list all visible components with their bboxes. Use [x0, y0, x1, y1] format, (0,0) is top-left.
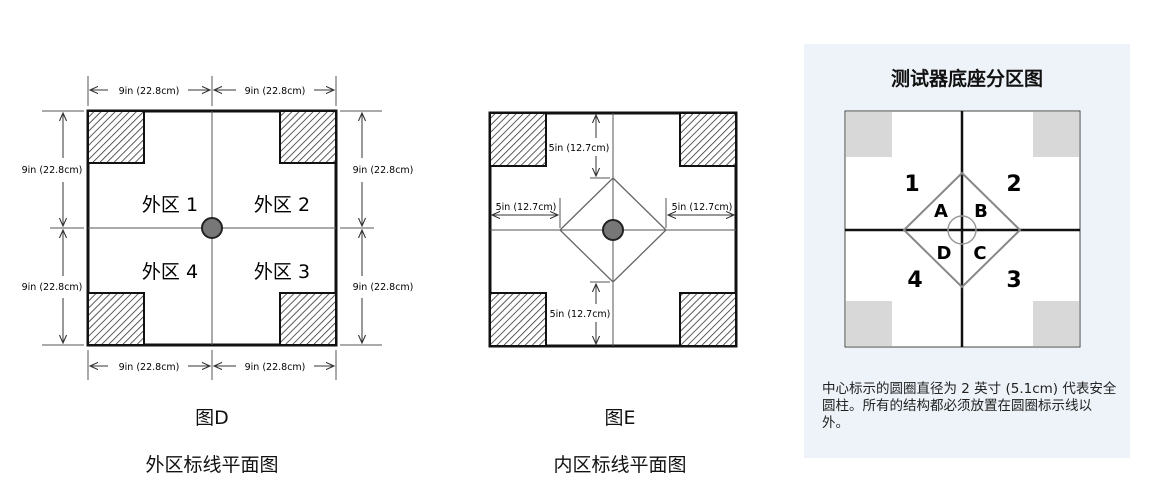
zoning-outer-zone-1: 1: [904, 172, 919, 197]
figure-d-dim-bottom-left: 9in (22.8cm): [119, 362, 180, 373]
figure-e-corner-bottom-left: [489, 292, 547, 347]
zoning-outer-zone-2: 2: [1006, 172, 1021, 197]
figure-d-center-post: [201, 217, 223, 239]
figure-d-dim-top-left: 9in (22.8cm): [119, 86, 180, 97]
figure-d-zone-1: 外区 1: [142, 194, 198, 216]
figure-e-title: 内区标线平面图: [553, 454, 687, 476]
figure-e-dim-left: 5in (12.7cm): [496, 202, 557, 213]
zoning-corner-bottom-right: [1033, 301, 1079, 346]
figure-d-zone-3: 外区 3: [254, 261, 310, 283]
zoning-inner-diamond: [902, 171, 1022, 289]
zoning-safety-circle: [947, 215, 977, 245]
figure-d-zone-4: 外区 4: [142, 261, 198, 283]
figure-d-title: 外区标线平面图: [145, 454, 279, 476]
figure-d-dim-bottom-right: 9in (22.8cm): [245, 362, 306, 373]
zoning-inner-zone-c: C: [973, 243, 986, 264]
figure-e-dim-bottom: 5in (12.7cm): [550, 309, 611, 320]
zoning-inner-zone-a: A: [934, 201, 948, 222]
figure-d-dim-left-lower: 9in (22.8cm): [22, 282, 83, 293]
figure-d-dim-left-upper: 9in (22.8cm): [22, 165, 83, 176]
zoning-corner-bottom-left: [846, 301, 892, 346]
figure-e-dim-right: 5in (12.7cm): [672, 202, 733, 213]
zoning-corner-top-left: [846, 112, 892, 157]
figure-d-dim-right-lower: 9in (22.8cm): [353, 282, 414, 293]
zoning-outer-zone-4: 4: [907, 268, 922, 293]
zoning-inner-zone-d: D: [937, 243, 952, 264]
figure-d-caption: 图D: [195, 407, 229, 429]
figure-d-corner-bottom-right: [279, 292, 337, 346]
figure-d-dim-right-upper: 9in (22.8cm): [353, 165, 414, 176]
figure-e-corner-bottom-right: [679, 292, 737, 347]
figure-e-dim-top: 5in (12.7cm): [549, 143, 610, 154]
zoning-corner-top-right: [1033, 112, 1079, 157]
figure-d-corner-top-left: [87, 110, 145, 164]
figure-e-inner-diamond: [559, 177, 667, 283]
figure-d-dim-top-right: 9in (22.8cm): [245, 86, 306, 97]
zoning-panel-note: 中心标示的圆圈直径为 2 英寸 (5.1cm) 代表安全圆柱。所有的结构都必须放…: [822, 381, 1117, 431]
figure-d-corner-bottom-left: [87, 292, 145, 346]
zoning-panel-title: 测试器底座分区图: [890, 68, 1043, 90]
figure-d-zone-2: 外区 2: [254, 194, 310, 216]
figure-e-corner-top-right: [679, 112, 737, 167]
figure-e-caption: 图E: [604, 407, 636, 429]
zoning-inner-zone-b: B: [974, 201, 988, 222]
figure-d-corner-top-right: [279, 110, 337, 164]
figure-e-corner-top-left: [489, 112, 547, 167]
figure-e-center-post: [602, 219, 624, 241]
zoning-outer-zone-3: 3: [1006, 268, 1021, 293]
